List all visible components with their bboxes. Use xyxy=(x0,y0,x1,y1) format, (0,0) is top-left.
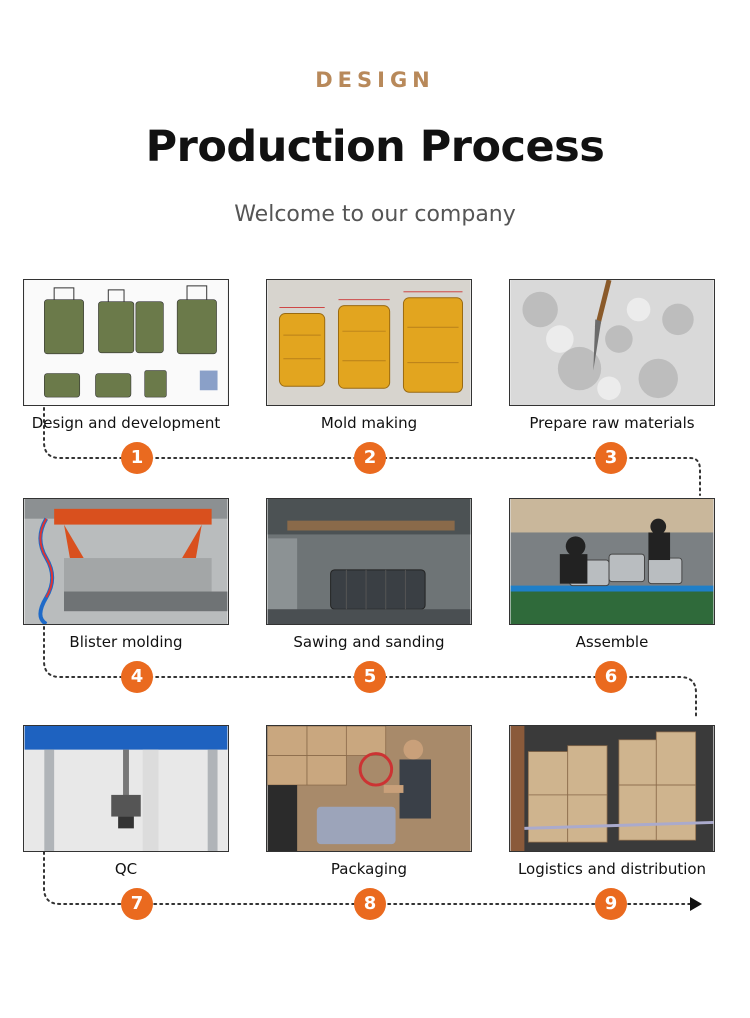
step-8-photo xyxy=(266,725,472,852)
assembly-line-image xyxy=(510,499,714,624)
page-title: Production Process xyxy=(145,122,605,172)
step-8-label: Packaging xyxy=(330,860,408,878)
step-5-badge: 5 xyxy=(354,661,386,693)
step-8-badge: 8 xyxy=(354,888,386,920)
step-3-badge: 3 xyxy=(595,442,627,474)
step-2-photo xyxy=(266,279,472,406)
step-2-badge: 2 xyxy=(354,442,386,474)
step-4-photo xyxy=(23,498,229,625)
page-subtitle: Welcome to our company xyxy=(234,202,516,227)
mold-drawing-image xyxy=(267,280,471,405)
step-4-badge: 4 xyxy=(121,661,153,693)
packaging-image xyxy=(267,726,471,851)
step-3-photo xyxy=(509,279,715,406)
step-7-badge: 7 xyxy=(121,888,153,920)
step-7-label: QC xyxy=(114,860,138,878)
step-9-photo xyxy=(509,725,715,852)
sawing-sanding-image xyxy=(267,499,471,624)
step-7-photo xyxy=(23,725,229,852)
step-1-label: Design and development xyxy=(31,414,221,432)
qc-testing-image xyxy=(24,726,228,851)
arrow-right-icon xyxy=(690,897,702,911)
step-9-label: Logistics and distribution xyxy=(517,860,707,878)
suitcase-drawing-image xyxy=(24,280,228,405)
step-5-label: Sawing and sanding xyxy=(293,633,445,651)
step-6-badge: 6 xyxy=(595,661,627,693)
raw-materials-image xyxy=(510,280,714,405)
step-1-photo xyxy=(23,279,229,406)
blister-molding-image xyxy=(24,499,228,624)
step-1-badge: 1 xyxy=(121,442,153,474)
section-eyebrow: DESIGN xyxy=(315,68,435,92)
step-2-label: Mold making xyxy=(320,414,418,432)
step-5-photo xyxy=(266,498,472,625)
step-3-label: Prepare raw materials xyxy=(529,414,695,432)
step-9-badge: 9 xyxy=(595,888,627,920)
step-6-label: Assemble xyxy=(575,633,649,651)
step-4-label: Blister molding xyxy=(69,633,183,651)
step-6-photo xyxy=(509,498,715,625)
logistics-warehouse-image xyxy=(510,726,714,851)
